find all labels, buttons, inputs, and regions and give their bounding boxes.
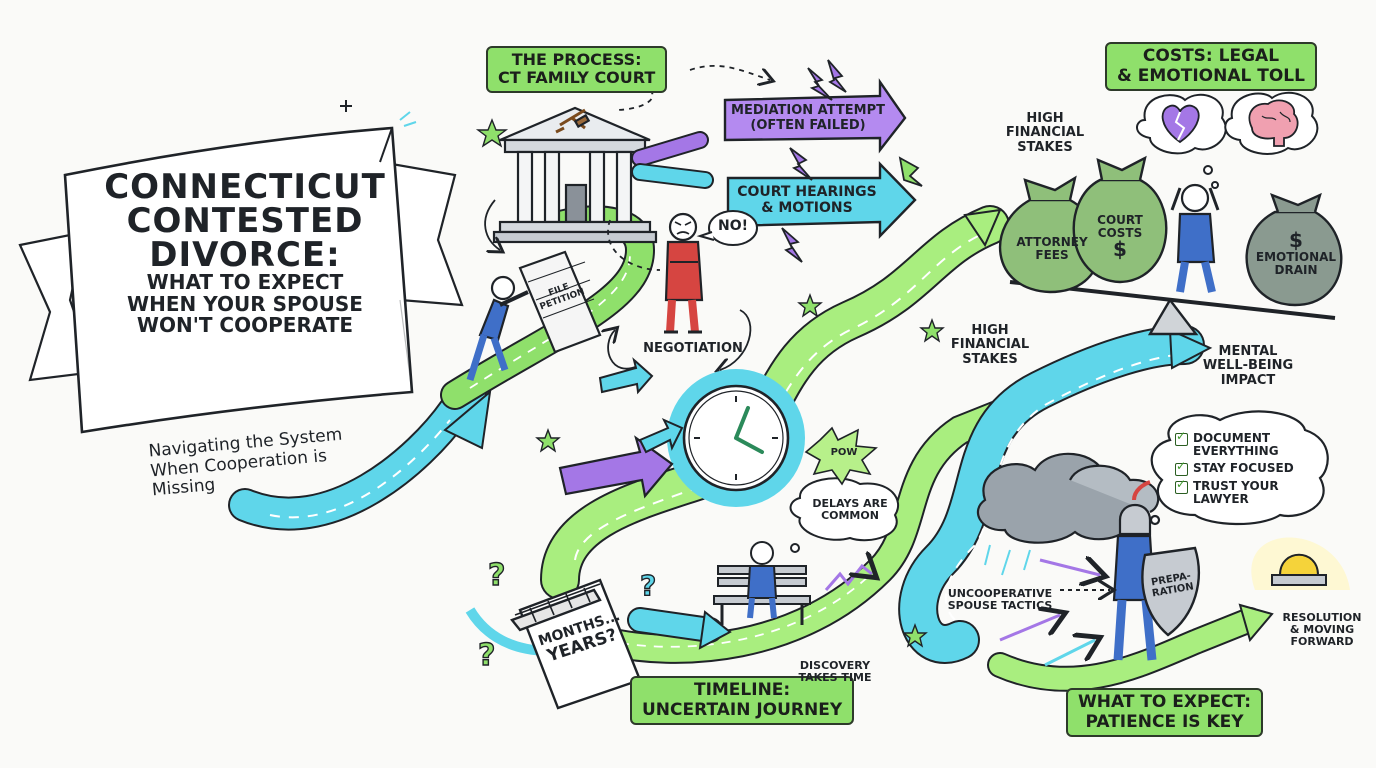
title-line-6: Won't Cooperate — [136, 313, 354, 338]
purple-arrow-mid — [558, 435, 674, 499]
costs-heading: Costs: Legal & Emotional Toll — [1105, 42, 1317, 92]
checklist-item: Stay Focused — [1175, 460, 1315, 477]
high-stakes-top: High Financial Stakes — [1005, 111, 1085, 155]
stressed-person-icon — [1170, 183, 1220, 293]
negotiation-label: Negotiation — [643, 341, 743, 356]
emotional-drain-bag — [1245, 192, 1343, 307]
tactic-arrows — [999, 560, 1110, 667]
clock-icon — [667, 369, 805, 507]
cyan-river-right — [898, 325, 1213, 664]
pow-text: Pow — [830, 447, 858, 458]
high-stakes-mid: High Financial Stakes — [950, 323, 1030, 367]
green-road-bottom-right — [987, 603, 1274, 692]
svg-text:?: ? — [640, 569, 656, 602]
storm-cloud-icon — [976, 452, 1160, 576]
shield-icon — [1141, 546, 1200, 637]
delays-bubble — [789, 477, 900, 553]
timeline-heading: Timeline: Uncertain Journey — [630, 676, 855, 726]
checkbox-icon — [1175, 430, 1188, 446]
title-line-1: Connecticut — [104, 167, 386, 207]
calendar-icon — [510, 578, 642, 710]
process-heading: The Process: CT Family Court — [486, 46, 668, 93]
checklist-item: Trust Your Lawyer — [1175, 478, 1315, 506]
checkbox-icon — [1175, 478, 1188, 494]
broken-heart-icon — [1161, 104, 1200, 144]
uncooperative-tactics-label: Uncooperative Spouse Tactics — [947, 587, 1053, 613]
discovery-label: Discovery Takes Time — [798, 659, 872, 685]
zigzag-arrow — [824, 566, 872, 591]
pow-burst — [804, 426, 878, 486]
checklist-cloud — [1149, 410, 1329, 526]
no-bubble-text: No! — [717, 218, 748, 234]
main-title: Connecticut Contested Divorce: What to E… — [90, 170, 400, 337]
no-speech-bubble — [696, 210, 758, 246]
title-line-3: Divorce: — [149, 235, 341, 275]
hearings-label: Court Hearings & Motions — [737, 184, 877, 217]
svg-text:?: ? — [478, 638, 495, 673]
svg-text:?: ? — [488, 558, 505, 593]
petition-document-icon — [518, 250, 602, 354]
delays-text: Delays are Common — [812, 497, 888, 523]
title-line-4: What to Expect — [146, 270, 344, 294]
courthouse-icon — [492, 106, 658, 244]
brain-icon — [1248, 99, 1299, 147]
checkbox-icon — [1175, 460, 1188, 477]
emotional-drain-label: $ Emotional Drain — [1255, 228, 1337, 277]
cyan-small-arrows — [598, 357, 684, 454]
title-line-5: When Your Spouse — [127, 291, 363, 316]
mediation-arrow — [631, 78, 907, 167]
expect-heading: What to Expect: Patience is Key — [1066, 688, 1264, 738]
title-line-2: Contested — [126, 201, 364, 241]
mediation-label: Mediation Attempt (Often Failed) — [731, 103, 885, 133]
siren-light-icon — [1251, 537, 1350, 590]
hearings-arrow — [631, 161, 917, 239]
person-pushing-icon — [466, 275, 529, 382]
resolution-label: Resolution & Moving Forward — [1282, 611, 1362, 649]
title-banner — [18, 126, 464, 434]
court-costs-bag — [1072, 155, 1168, 284]
bench-figure-icon — [713, 541, 811, 625]
question-marks: ? ? ? — [477, 557, 657, 673]
checklist-item: Document Everything — [1175, 430, 1315, 458]
checklist: Document Everything Stay Focused Trust Y… — [1175, 430, 1315, 510]
lightning-bolts — [781, 59, 923, 263]
court-costs-label: Court Costs $ — [1097, 213, 1143, 262]
angry-spouse-icon — [664, 212, 704, 334]
star-decor — [475, 118, 945, 648]
mental-wellbeing-label: Mental Well-being Impact — [1202, 344, 1294, 388]
attorney-fees-label: Attorney Fees — [1016, 235, 1088, 262]
sparkle-decor — [340, 100, 417, 127]
cyan-river-left — [228, 378, 492, 531]
